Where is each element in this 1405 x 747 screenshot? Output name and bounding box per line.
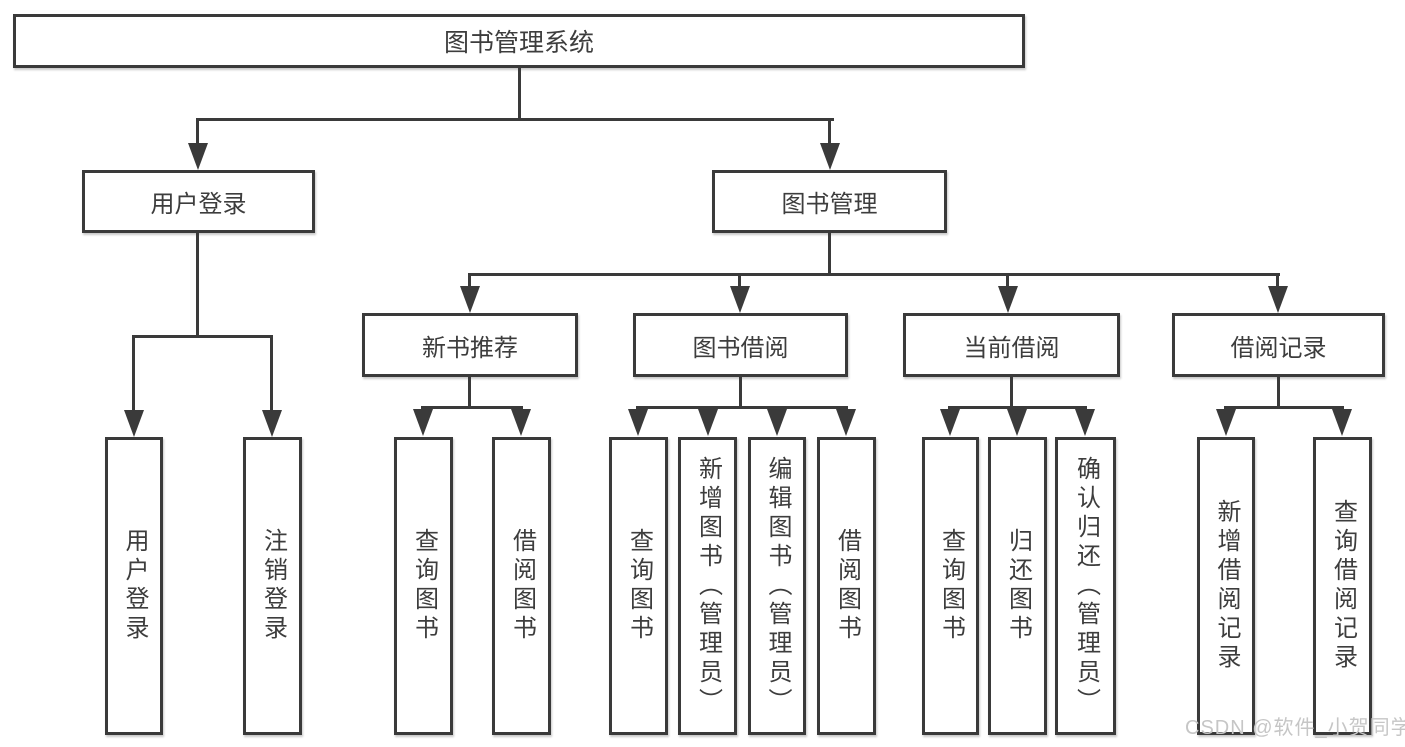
leaf-records-add-record: 新增借阅记录 [1197,437,1255,735]
arrow-to-user-login [188,143,208,170]
leaf-current-confirm-return: 确认归还（管理员） [1055,437,1116,735]
arrow-to-borrow-records [1268,286,1288,313]
leaf-borrow-borrow-books: 借阅图书 [817,437,876,735]
leaf-current-query-books-label: 查询图书 [937,528,965,644]
arrow-to-leaf-user-login [124,410,144,437]
edge-user-login-bracket [132,335,273,338]
edge-root-to-user-login-stem [196,118,199,144]
edge-book-management-stem [828,233,831,273]
arrow-to-leaf-borrow-query [628,409,648,436]
edge-book-borrow-stem [739,377,742,406]
arrow-to-leaf-current-return [1007,409,1027,436]
leaf-borrow-query-books: 查询图书 [609,437,668,735]
edge-to-current-borrow-stem [1006,273,1009,287]
leaf-borrow-edit-books: 编辑图书（管理员） [748,437,806,735]
arrow-to-leaf-records-query [1332,409,1352,436]
node-root: 图书管理系统 [13,14,1025,68]
leaf-recommend-query-books: 查询图书 [394,437,453,735]
csdn-watermark: CSDN @软件_小贺同学 [1185,717,1405,739]
edge-to-book-borrow-stem [738,273,741,287]
leaf-current-confirm-return-label: 确认归还（管理员） [1072,455,1100,717]
edge-book-borrow-bracket [636,406,848,409]
edge-root-to-book-management-stem [828,118,831,144]
edge-to-borrow-records-stem [1276,273,1279,287]
edge-to-leaf-logout-stem [270,335,273,411]
leaf-logout: 注销登录 [243,437,302,735]
edge-borrow-records-bracket [1224,406,1344,409]
edge-borrow-records-stem [1277,377,1280,406]
leaf-current-return-books-label: 归还图书 [1004,528,1032,644]
arrow-to-book-management [820,143,840,170]
node-book-management-label: 图书管理 [781,191,878,218]
edge-root-stem [518,68,521,118]
leaf-records-query-record: 查询借阅记录 [1313,437,1372,735]
arrow-to-leaf-logout [262,410,282,437]
node-borrow-records: 借阅记录 [1172,313,1385,377]
leaf-recommend-borrow-books-label: 借阅图书 [508,528,536,644]
node-root-label: 图书管理系统 [443,29,594,57]
node-book-management: 图书管理 [712,170,947,233]
edge-to-new-book-recommend-stem [468,273,471,287]
leaf-logout-label: 注销登录 [259,528,287,644]
edge-user-login-stem [196,233,199,335]
leaf-current-return-books: 归还图书 [988,437,1047,735]
node-current-borrow: 当前借阅 [903,313,1120,377]
edge-root-bracket [196,118,834,121]
leaf-records-query-record-label: 查询借阅记录 [1329,499,1357,673]
leaf-recommend-query-books-label: 查询图书 [410,528,438,644]
arrow-to-current-borrow [998,286,1018,313]
arrow-to-leaf-records-add [1216,409,1236,436]
arrow-to-leaf-recommend-query [413,409,433,436]
leaf-user-login: 用户登录 [105,437,163,735]
leaf-recommend-borrow-books: 借阅图书 [492,437,551,735]
leaf-user-login-label: 用户登录 [121,528,148,644]
edge-book-management-bracket [468,273,1280,276]
arrow-to-leaf-current-confirm [1075,409,1095,436]
arrow-to-leaf-current-query [940,409,960,436]
node-borrow-records-label: 借阅记录 [1230,334,1327,362]
leaf-records-add-record-label: 新增借阅记录 [1213,499,1240,673]
leaf-borrow-add-books: 新增图书（管理员） [678,437,737,735]
edge-to-leaf-user-login-stem [132,335,135,411]
arrow-to-book-borrow [730,286,750,313]
arrow-to-leaf-recommend-borrow [511,409,531,436]
leaf-borrow-add-books-label: 新增图书（管理员） [694,455,722,717]
node-user-login: 用户登录 [82,170,315,233]
arrow-to-leaf-borrow-edit [767,409,787,436]
leaf-borrow-edit-books-label: 编辑图书（管理员） [764,455,791,717]
node-book-borrow-label: 图书借阅 [692,334,789,362]
arrow-to-new-book-recommend [460,286,480,313]
edge-current-borrow-bracket [948,406,1087,409]
edge-new-book-recommend-stem [468,377,471,406]
edge-current-borrow-stem [1010,377,1013,406]
leaf-borrow-borrow-books-label: 借阅图书 [833,528,861,644]
edge-new-book-recommend-bracket [421,406,523,409]
node-current-borrow-label: 当前借阅 [963,334,1060,362]
node-user-login-label: 用户登录 [150,191,247,218]
leaf-borrow-query-books-label: 查询图书 [625,528,653,644]
node-new-book-recommend-label: 新书推荐 [422,334,518,362]
node-new-book-recommend: 新书推荐 [362,313,578,377]
arrow-to-leaf-borrow-borrow [836,409,856,436]
leaf-current-query-books: 查询图书 [922,437,979,735]
arrow-to-leaf-borrow-add [698,409,718,436]
node-book-borrow: 图书借阅 [633,313,848,377]
